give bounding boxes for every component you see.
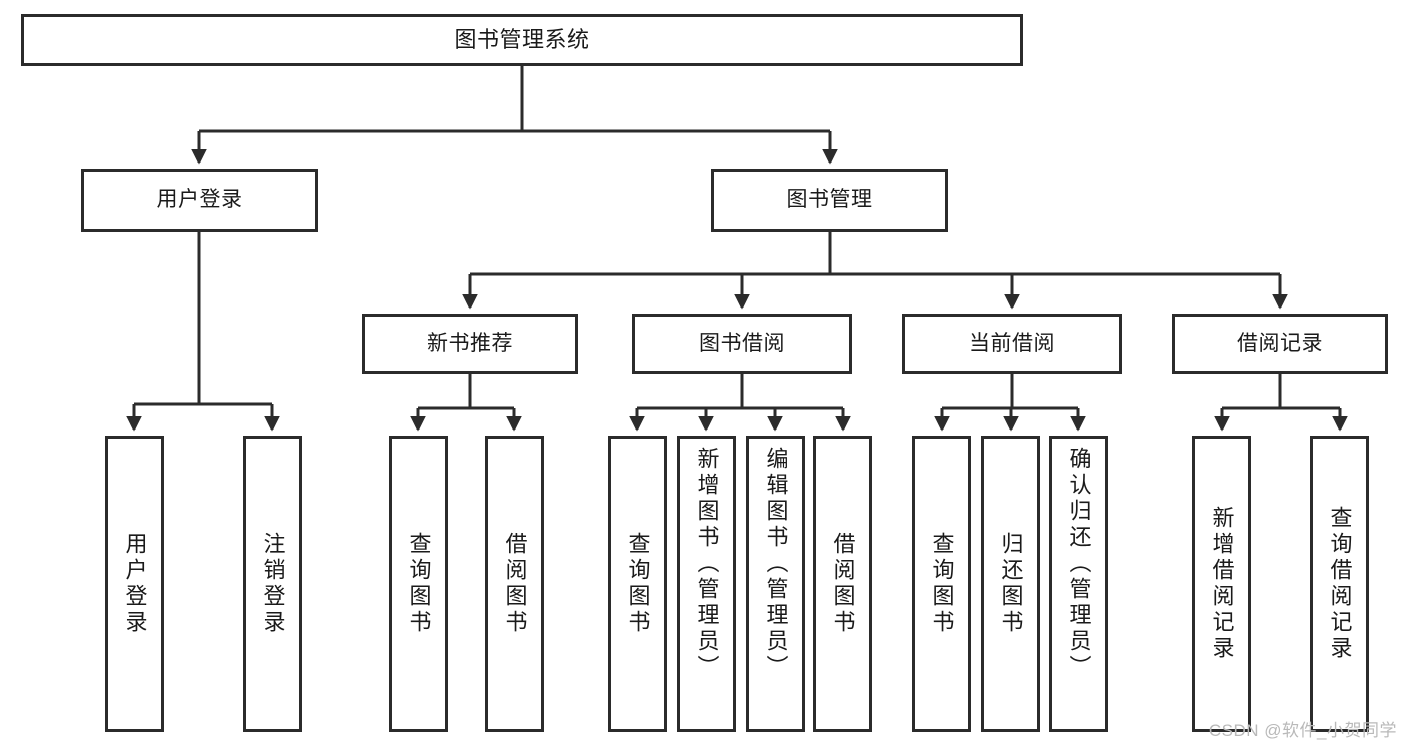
node-book-management-system[interactable]: 图书管理系统 (21, 14, 1023, 66)
node-new-book-recommend[interactable]: 新书推荐 (362, 314, 578, 374)
node-book-manage[interactable]: 图书管理 (711, 169, 948, 232)
node-label: 查询图书 (625, 532, 651, 636)
node-label: 新增图书（管理员） (694, 447, 720, 681)
node-label: 确认归还（管理员） (1066, 447, 1092, 681)
leaf-query-book-recommend[interactable]: 查询图书 (389, 436, 448, 732)
node-label: 新增借阅记录 (1209, 506, 1235, 662)
leaf-user-login[interactable]: 用户登录 (105, 436, 164, 732)
node-label: 归还图书 (998, 532, 1024, 636)
node-label: 借阅记录 (1237, 331, 1323, 355)
node-label: 借阅图书 (830, 532, 856, 636)
leaf-query-book-current[interactable]: 查询图书 (912, 436, 971, 732)
leaf-add-borrow-record[interactable]: 新增借阅记录 (1192, 436, 1251, 732)
leaf-borrow-book-borrow[interactable]: 借阅图书 (813, 436, 872, 732)
node-label: 当前借阅 (969, 331, 1055, 355)
node-label: 查询图书 (406, 532, 432, 636)
leaf-edit-book-admin[interactable]: 编辑图书（管理员） (746, 436, 805, 732)
node-label: 借阅图书 (502, 532, 528, 636)
node-label: 图书管理 (786, 188, 873, 212)
node-label: 用户登录 (122, 532, 148, 636)
node-label: 用户登录 (156, 188, 243, 212)
leaf-borrow-book-recommend[interactable]: 借阅图书 (485, 436, 544, 732)
node-book-borrow[interactable]: 图书借阅 (632, 314, 852, 374)
node-label: 注销登录 (260, 532, 286, 636)
leaf-add-book-admin[interactable]: 新增图书（管理员） (677, 436, 736, 732)
leaf-query-borrow-record[interactable]: 查询借阅记录 (1310, 436, 1369, 732)
node-label: 查询借阅记录 (1327, 506, 1353, 662)
leaf-confirm-return-admin[interactable]: 确认归还（管理员） (1049, 436, 1108, 732)
node-user-login[interactable]: 用户登录 (81, 169, 318, 232)
node-label: 新书推荐 (427, 331, 513, 355)
node-borrow-record[interactable]: 借阅记录 (1172, 314, 1388, 374)
node-label: 查询图书 (929, 532, 955, 636)
csdn-watermark: CSDN @软件_小贺同学 (1208, 721, 1397, 740)
node-label: 图书借阅 (699, 331, 785, 355)
node-label: 编辑图书（管理员） (763, 447, 789, 681)
leaf-return-book[interactable]: 归还图书 (981, 436, 1040, 732)
node-current-borrow[interactable]: 当前借阅 (902, 314, 1122, 374)
leaf-logout-login[interactable]: 注销登录 (243, 436, 302, 732)
node-label: 图书管理系统 (454, 27, 590, 53)
leaf-query-book-borrow[interactable]: 查询图书 (608, 436, 667, 732)
